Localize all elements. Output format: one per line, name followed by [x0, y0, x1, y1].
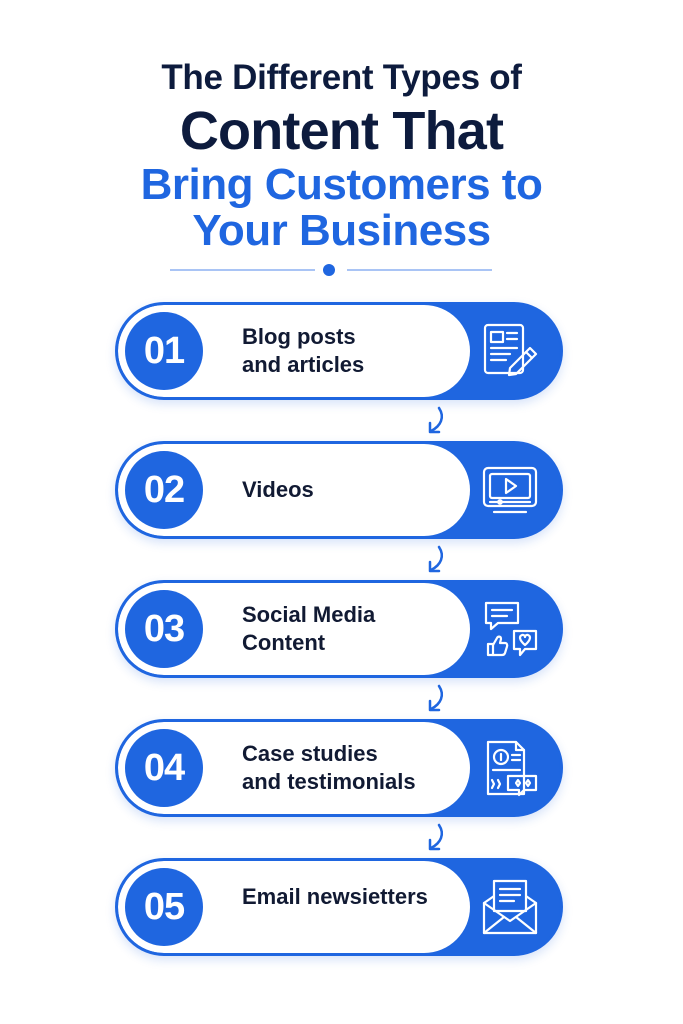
title-line-2: Content That [179, 101, 504, 161]
step-label: Email newsietters [242, 884, 428, 909]
step-card-02: 02 Videos [115, 441, 563, 539]
title-line-3: Bring Customers to [140, 160, 543, 209]
video-player-icon [482, 466, 538, 514]
divider-dot [323, 264, 335, 276]
divider-line-left [170, 269, 315, 271]
step-number: 01 [125, 312, 203, 390]
step-connector-arrow [428, 823, 443, 851]
email-envelope-icon [482, 879, 538, 935]
step-label: Blog posts and articles [242, 324, 365, 377]
step-label: Videos [242, 477, 314, 502]
step-number: 03 [125, 590, 203, 668]
step-card-01: 01 Blog posts and articles [115, 302, 563, 400]
title-line-4: Your Business [192, 206, 491, 255]
step-card-05: 05 Email newsietters [115, 858, 563, 956]
step-label: Social Media Content [242, 602, 376, 655]
step-connector-arrow [428, 684, 443, 712]
step-number: 02 [125, 451, 203, 529]
social-chat-icon [484, 601, 538, 657]
step-card-04: 04 Case studies and testimonials [115, 719, 563, 817]
step-number: 04 [125, 729, 203, 807]
step-label: Case studies and testimonials [242, 741, 416, 794]
divider-line-right [347, 269, 492, 271]
step-connector-arrow [428, 406, 443, 434]
title-line-1: The Different Types of [161, 58, 522, 97]
testimonial-document-icon [486, 740, 538, 797]
title-divider [170, 262, 492, 278]
step-number: 05 [125, 868, 203, 946]
step-connector-arrow [428, 545, 443, 573]
step-card-03: 03 Social Media Content [115, 580, 563, 678]
blog-article-icon [483, 323, 538, 377]
